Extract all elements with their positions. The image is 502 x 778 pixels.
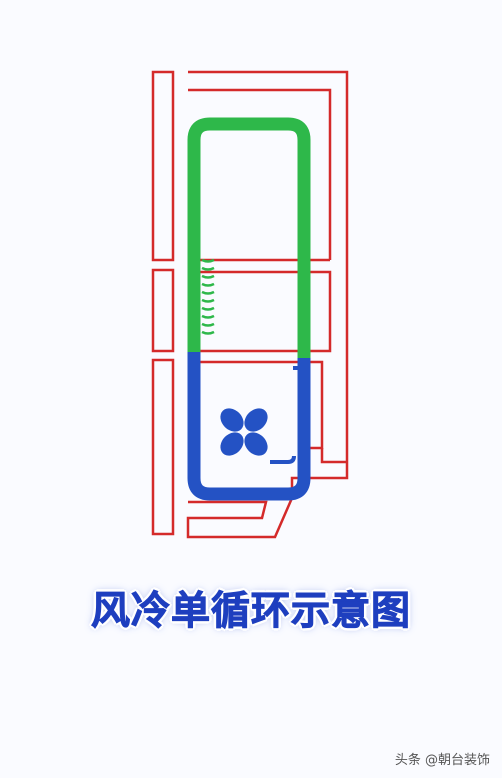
fan-icon — [220, 408, 268, 456]
cold-air-duct — [187, 117, 311, 358]
source-watermark: 头条 @朝台装饰 — [394, 753, 490, 768]
compartment-middle — [188, 270, 332, 353]
return-air-loop — [187, 352, 311, 501]
cabinet-inner-wall — [188, 88, 332, 260]
diagram-caption: 风冷单循环示意图 — [90, 589, 411, 635]
return-air-inner-lip — [270, 455, 296, 464]
cabinet-outer-shell — [186, 70, 349, 539]
airflow-marks — [201, 258, 215, 335]
return-air-duct — [187, 352, 311, 501]
fridge-cabinet-outline — [151, 70, 349, 539]
left-door-middle — [151, 268, 175, 353]
left-door-upper — [151, 70, 175, 262]
compartment-lower-return — [320, 448, 347, 464]
left-door-lower — [151, 358, 175, 536]
cold-air-loop — [187, 117, 311, 358]
compartment-lower — [188, 360, 324, 450]
